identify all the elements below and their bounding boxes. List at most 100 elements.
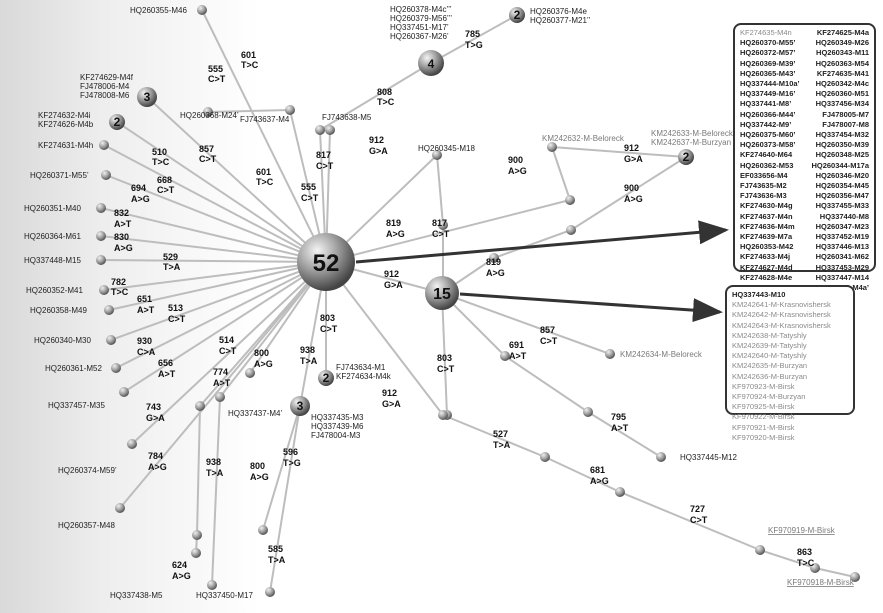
hub-2-right-count: 2 [683,150,690,164]
box1-row: HQ260372-M57’HQ260343-M11 [740,48,869,58]
node [96,255,106,265]
node [258,525,268,535]
label-hq260378: HQ260378-M4c’’’ [390,5,452,14]
box1-row: HQ260373-M58’HQ260350-M39 [740,140,869,150]
label-km242633: KM242633-M-Beloreck [651,129,734,138]
mutation-label: 651 [137,294,152,304]
box1-entry: HQ260344-M17a [811,160,869,170]
mutation-label: A>G [254,359,273,369]
box1-row: HQ260375-M60’HQ337454-M32 [740,130,869,140]
mutation-label: T>C [797,558,815,568]
node [99,140,109,150]
mutation-label: 800 [254,348,269,358]
box1-entry: HQ260366-M44’ [740,109,796,119]
mutation-label: 782 [111,277,126,287]
mutation-label: C>T [168,314,186,324]
mutation-label: 555 [301,182,316,192]
mutation-label: G>A [369,146,388,156]
box1-entry: FJ743635-M2 [740,181,787,191]
box1-row: HQ260369-M39’HQ260363-M54 [740,59,869,69]
node [197,5,207,15]
node [810,563,820,573]
label-hq337450: HQ337450-M17 [196,591,253,600]
mutation-label: 596 [283,447,298,457]
box1-row: EF033656-M4 HQ260346-M20 [740,171,869,181]
label-fj743634: FJ743634-M1 [336,363,386,372]
mutation-label: 774 [213,367,228,377]
label-km242637: KM242637-M-Burzyan [651,138,731,147]
box2-entry: KF970920-M-Birsk [732,432,795,442]
box1-entry: KF274635-M41 [816,68,869,78]
box2-entry: KF970925-M-Birsk [732,402,795,412]
hub-3-left-count: 3 [144,90,151,104]
box1-entry: HQ260375-M60’ [740,130,796,140]
box1-entry: KF274635-M4n [740,28,792,37]
node [315,125,325,135]
hub-nodes: 52 15 4 3 3 2 2 2 2 [109,7,694,416]
box1-entry: HQ337449-M16’ [740,89,796,99]
label-hq337445: HQ337445-M12 [680,453,737,462]
mutation-label: 743 [146,402,161,412]
box1-entry: HQ337440-M8 [819,211,869,221]
box2-entry: KF970922-M-Birsk [732,412,795,422]
box1-entry: HQ260346-M20 [815,170,869,180]
node [438,220,448,230]
box1-entry: HQ260347-M23 [815,221,869,231]
mutation-label: C>T [437,364,455,374]
box1-entry: HQ260341-M62 [815,252,869,262]
mutation-label: C>T [219,346,237,356]
label-fj478008: FJ478008-M6 [80,91,130,100]
mutation-label: C>T [199,154,217,164]
hub-52-count: 52 [313,250,340,277]
mutation-label: T>G [283,458,301,468]
box1-entry: HQ337441-M8’ [740,99,792,109]
mutation-label: 938 [206,457,221,467]
box1-entry: HQ337453-M29 [815,262,869,272]
label-hq260376: HQ260376-M4e [530,7,587,16]
hub-2-center-count: 2 [323,371,330,385]
box1-entry: HQ260353-M42 [740,242,794,252]
label-kf274629: KF274629-M4f [80,73,134,82]
box1-entry: EF033656-M4 [740,170,788,180]
mutation-label: 900 [508,155,523,165]
box1-entry: HQ337456-M34 [815,99,869,109]
box1-entry: HQ260370-M55’ [740,38,796,48]
background-gradient [0,0,260,613]
box1-entry: HQ260342-M4c [815,79,869,89]
node [656,452,666,462]
mutation-label: A>T [137,305,155,315]
label-kf274634: KF274634-M4k [336,372,392,381]
box1-entry: HQ260363-M54 [815,58,869,68]
mutation-label: C>T [690,515,708,525]
label-hq337438: HQ337438-M5 [110,591,163,600]
hub-52 [297,233,355,291]
node [547,142,557,152]
mutation-label: 585 [268,544,283,554]
hub-2-left-count: 2 [114,115,121,129]
label-hq337451: HQ337451-M17’ [390,23,449,32]
box1-entry: KF274636-M4m [740,221,795,231]
label-hq260377: HQ260377-M21’’ [530,16,591,25]
box1-entry: HQ337455-M33 [815,201,869,211]
mutation-label: A>G [250,472,269,482]
mutation-label: 819 [386,218,401,228]
box1-entry: FJ743636-M3 [740,191,787,201]
box1-entry: KF274625-M4a [816,28,869,37]
box1-entry: KF274627-M4d [740,262,793,272]
label-kf970919: KF970919-M-Birsk [768,526,836,535]
box1-entry: KF274639-M7a [740,232,793,242]
mutation-label: 938 [300,345,315,355]
box1-row: HQ337449-M16’HQ260360-M51 [740,89,869,99]
node [215,392,225,402]
box1-entry: HQ260348-M25 [815,150,869,160]
mutation-label: A>G [590,476,609,486]
box1-row: KF274637-M4n HQ337440-M8 [740,212,869,222]
mutation-label: A>G [148,462,167,472]
box1-row: HQ260366-M44’FJ478005-M7 [740,110,869,120]
mutation-label: 795 [611,412,626,422]
hub-2-left [109,114,125,130]
box1-entry: KF274637-M4n [740,211,793,221]
